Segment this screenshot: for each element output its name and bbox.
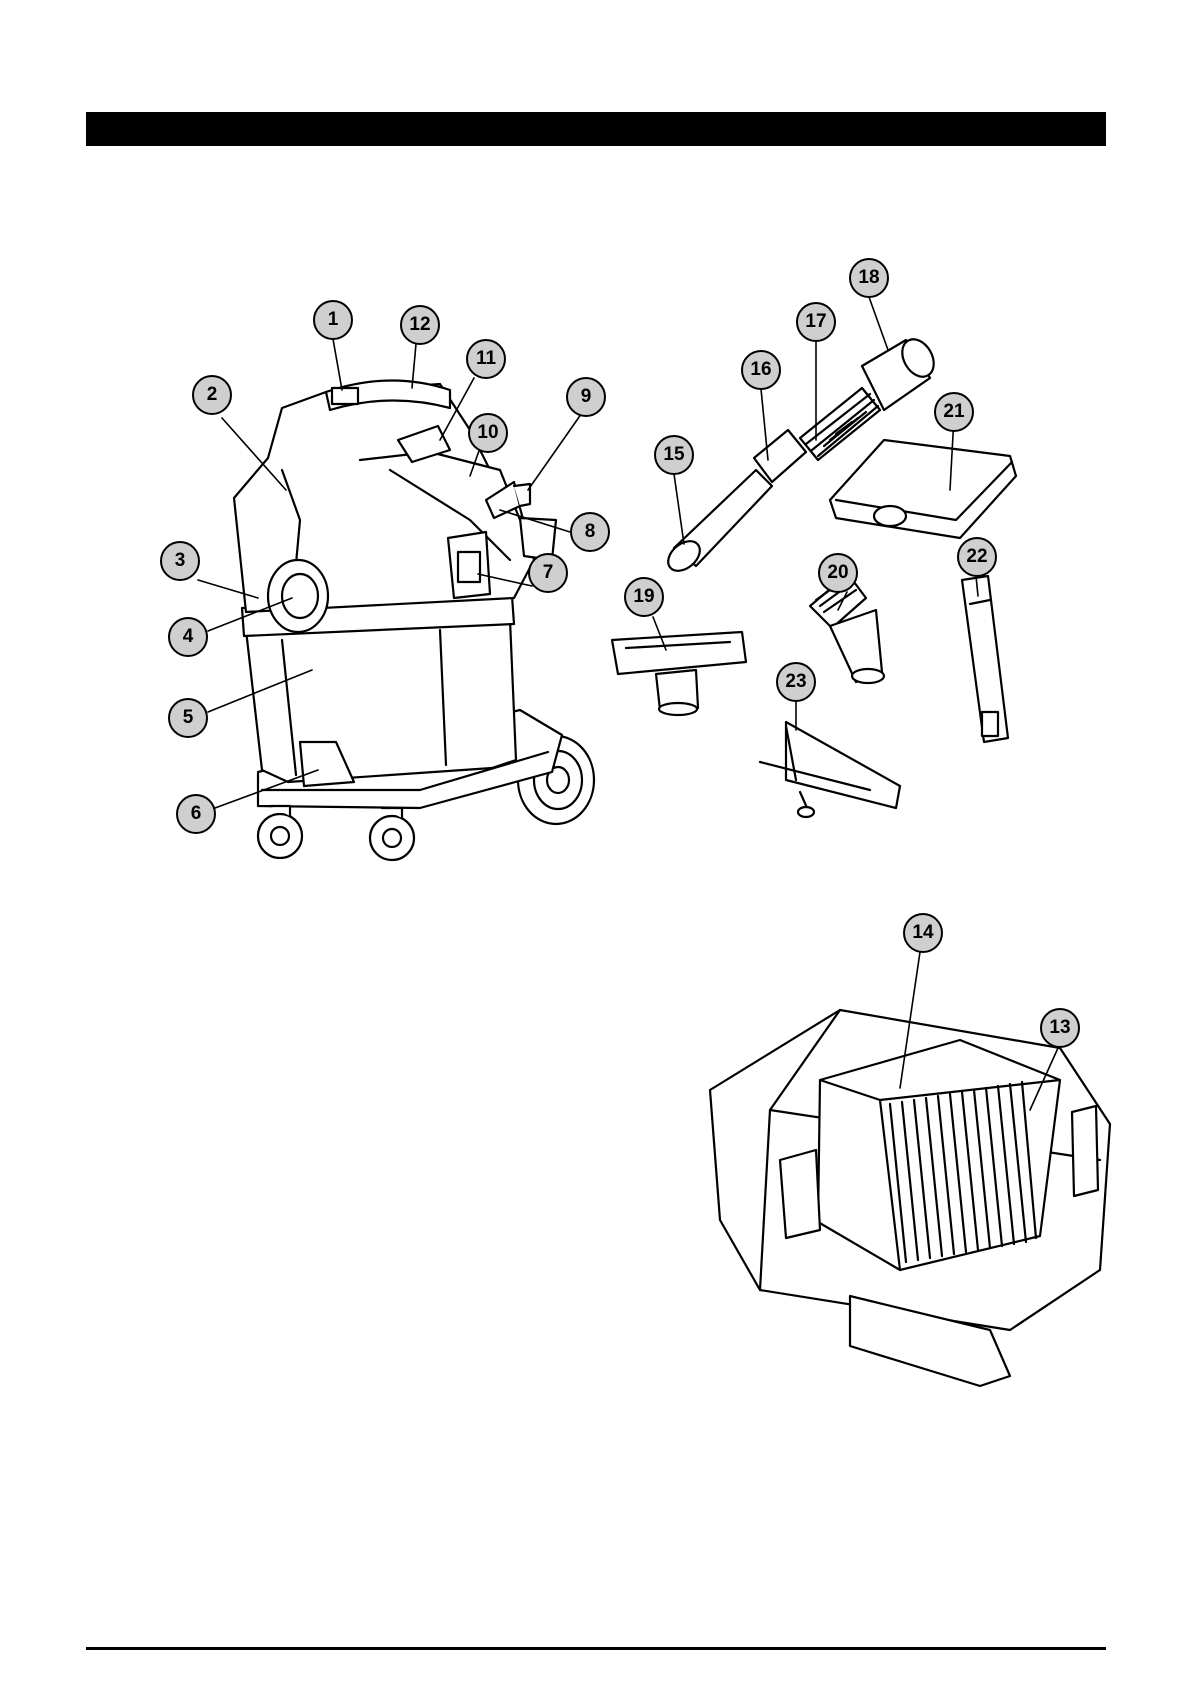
callout-19: 19 bbox=[624, 577, 664, 617]
callout-6: 6 bbox=[176, 794, 216, 834]
callout-15: 15 bbox=[654, 435, 694, 475]
crevice-nozzle-drawing bbox=[962, 576, 1008, 742]
callout-14: 14 bbox=[903, 913, 943, 953]
callout-21: 21 bbox=[934, 392, 974, 432]
callout-7: 7 bbox=[528, 553, 568, 593]
callout-8: 8 bbox=[570, 512, 610, 552]
floor-nozzle-drawing bbox=[612, 632, 746, 715]
callout-10: 10 bbox=[468, 413, 508, 453]
callout-13: 13 bbox=[1040, 1008, 1080, 1048]
callout-2: 2 bbox=[192, 375, 232, 415]
callout-9: 9 bbox=[566, 377, 606, 417]
callout-1: 1 bbox=[313, 300, 353, 340]
callout-22: 22 bbox=[957, 537, 997, 577]
callout-16: 16 bbox=[741, 350, 781, 390]
callout-12: 12 bbox=[400, 305, 440, 345]
callout-11: 11 bbox=[466, 339, 506, 379]
callout-23: 23 bbox=[776, 662, 816, 702]
callout-3: 3 bbox=[160, 541, 200, 581]
callout-20: 20 bbox=[818, 553, 858, 593]
filter-bag-drawing bbox=[830, 440, 1016, 538]
vacuum-cleaner-drawing bbox=[234, 380, 594, 860]
footer-rule bbox=[86, 1647, 1106, 1650]
callout-17: 17 bbox=[796, 302, 836, 342]
hose-handle-drawing bbox=[760, 722, 900, 817]
callout-18: 18 bbox=[849, 258, 889, 298]
callout-4: 4 bbox=[168, 617, 208, 657]
callout-5: 5 bbox=[168, 698, 208, 738]
